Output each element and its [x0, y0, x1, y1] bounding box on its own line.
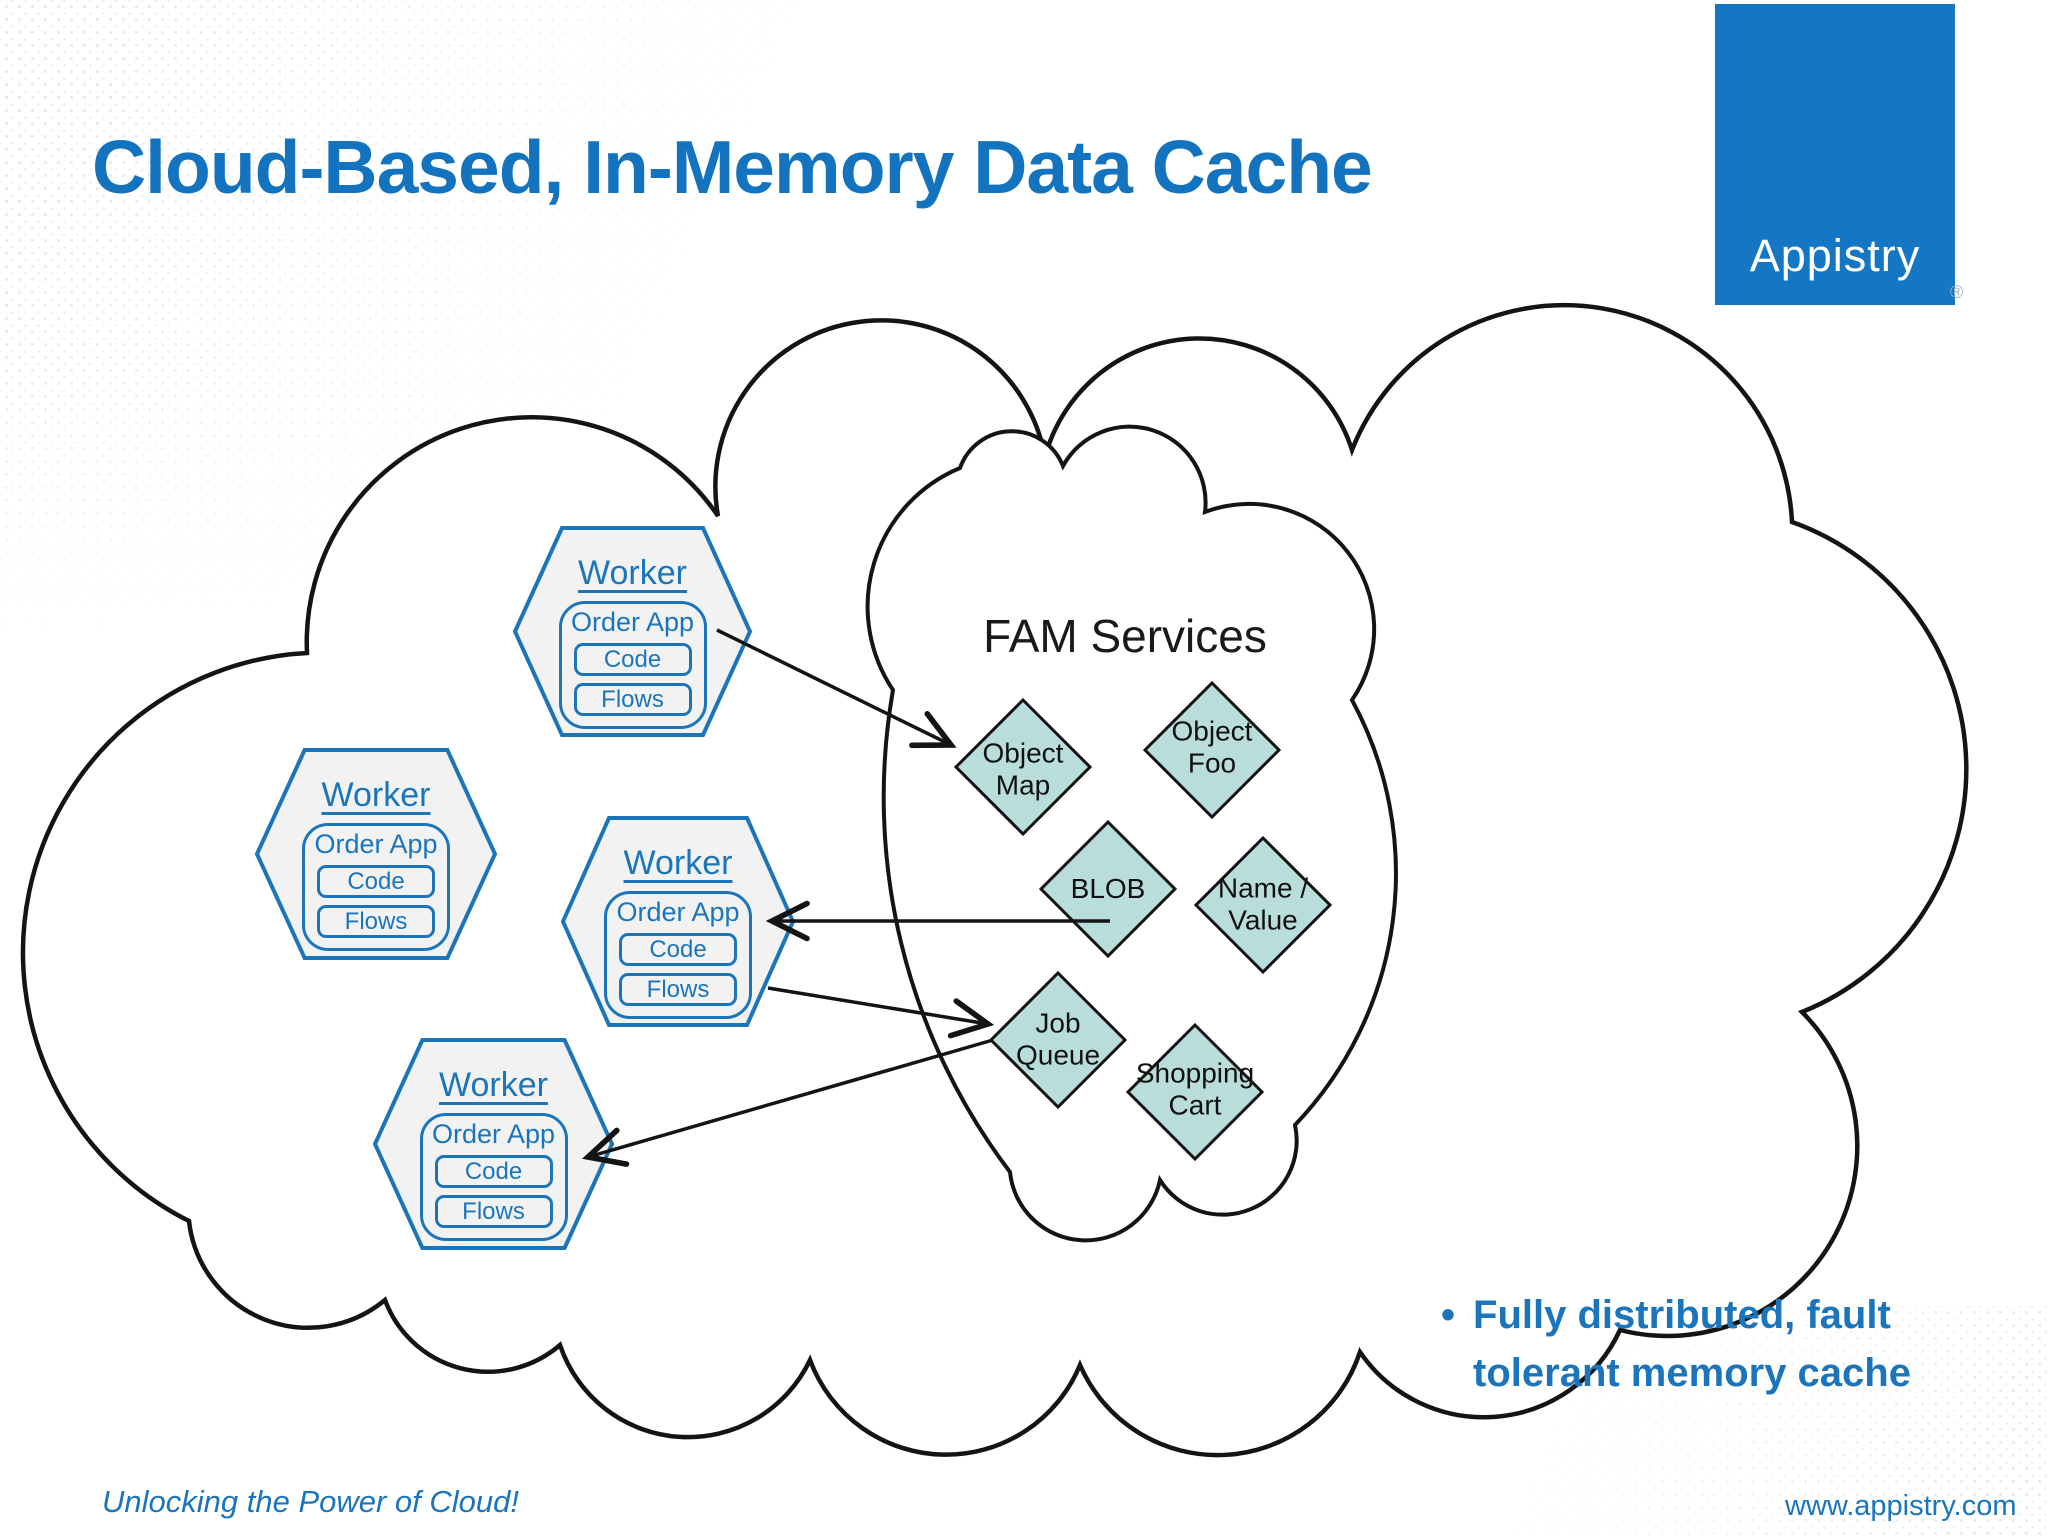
page-title: Cloud-Based, In-Memory Data Cache [92, 125, 1373, 209]
worker-title: Worker [321, 776, 431, 814]
flows-box: Flows [317, 905, 435, 938]
worker-title: Worker [578, 554, 687, 592]
service-label-object-foo: Object Foo [1171, 715, 1253, 779]
flows-box: Flows [619, 973, 737, 1006]
service-diamond-name-value [1193, 835, 1333, 975]
footer-website-link[interactable]: www.appistry.com [1785, 1490, 2017, 1522]
service-diamond-shopping-cart [1125, 1022, 1265, 1162]
worker-hexagon-left [254, 748, 498, 960]
order-app-box: Order App Code Flows [558, 601, 707, 729]
arrow-middleworker-to-jobqueue [767, 986, 995, 1039]
order-app-label: Order App [616, 897, 740, 927]
flows-box: Flows [573, 683, 692, 716]
appistry-logo-wordmark: Appistry [1749, 230, 1921, 281]
code-box: Code [434, 1155, 553, 1188]
order-app-box: Order App Code Flows [302, 823, 450, 951]
registered-trademark-symbol: ® [1950, 282, 1964, 302]
service-diamond-object-map [953, 697, 1093, 837]
worker-title: Worker [439, 1066, 548, 1104]
order-app-box: Order App Code Flows [604, 891, 752, 1019]
worker-node-left: Worker Order App Code Flows [257, 750, 495, 984]
worker-hexagon-top [512, 526, 753, 737]
order-app-label: Order App [431, 1119, 556, 1149]
worker-node-bottom: Worker Order App Code Flows [375, 1040, 612, 1274]
service-label-job-queue: Job Queue [1015, 1007, 1101, 1071]
bullet-note: • Fully distributed, fault tolerant memo… [1441, 1286, 1911, 1402]
bullet-marker: • [1441, 1293, 1456, 1337]
service-diamond-job-queue [988, 970, 1128, 1110]
footer-tagline: Unlocking the Power of Cloud! [102, 1484, 520, 1519]
appistry-logo: Appistry [1715, 4, 1955, 305]
code-box: Code [573, 643, 692, 676]
fam-services-title: FAM Services [983, 610, 1267, 662]
service-diamond-object-foo [1142, 680, 1282, 820]
order-app-box: Order App Code Flows [419, 1113, 568, 1241]
worker-node-middle: Worker Order App Code Flows [563, 818, 793, 1051]
arrow-topworker-to-objectmap [716, 628, 957, 749]
arrow-jobqueue-to-bottomworker [581, 1038, 994, 1167]
bullet-text: Fully distributed, fault tolerant memory… [1473, 1293, 1911, 1395]
flows-box: Flows [434, 1195, 553, 1228]
code-box: Code [619, 933, 737, 966]
code-box: Code [317, 865, 435, 898]
order-app-label: Order App [314, 829, 438, 859]
worker-node-top: Worker Order App Code Flows [515, 528, 750, 761]
worker-title: Worker [623, 844, 733, 882]
service-label-blob: BLOB [1070, 872, 1146, 904]
order-app-label: Order App [570, 607, 695, 637]
service-label-name-value: Name / Value [1217, 872, 1309, 936]
service-label-object-map: Object Map [982, 737, 1064, 801]
service-label-shopping-cart: Shopping Cart [1135, 1057, 1255, 1121]
